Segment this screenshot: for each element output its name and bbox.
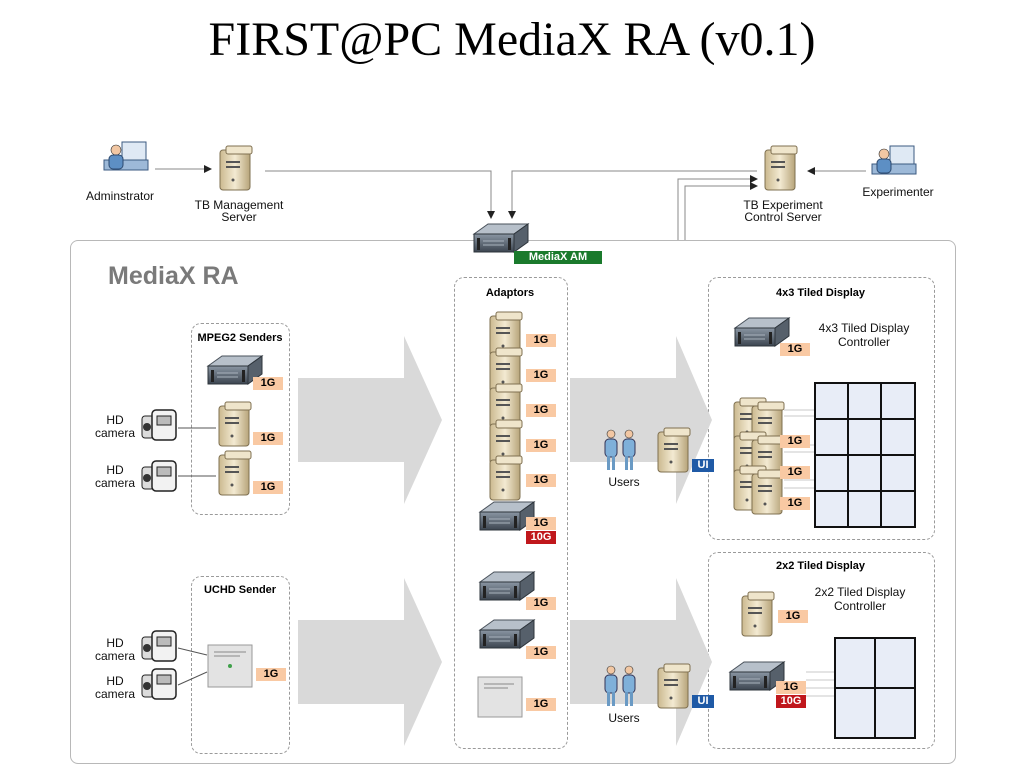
badge-1g: 1G (780, 466, 810, 479)
badge-1g: 1G (778, 610, 808, 623)
tiled-2x2-label: 2x2 Tiled Display (775, 560, 866, 572)
mediax-am-badge: MediaX AM (514, 251, 602, 264)
uchd-sender-group (191, 576, 290, 754)
hd-camera-1-icon (141, 409, 177, 441)
tb-management-label-2: Server (221, 210, 257, 224)
uchd-sender-label: UCHD Sender (203, 584, 277, 596)
tile-display-2x2-icon (834, 637, 916, 739)
tiled-2x2-group (708, 552, 935, 749)
uchd-sender-device-icon (207, 644, 253, 688)
badge-1g: 1G (253, 481, 283, 494)
badge-1g: 1G (526, 597, 556, 610)
badge-1g: 1G (776, 681, 806, 694)
ctrl-2x2-server-icon (741, 591, 775, 637)
ra-title: MediaX RA (108, 262, 239, 290)
ui-server-1-icon (657, 427, 691, 473)
mpeg2-senders-label: MPEG2 Senders (197, 332, 283, 344)
tiled-4x3-group (708, 277, 935, 540)
hd-label-1: HD (106, 413, 124, 427)
ctrl-4x3-rack-icon (734, 317, 790, 347)
badge-1g: 1G (526, 517, 556, 530)
hd-label-2: HD (106, 463, 124, 477)
badge-1g: 1G (526, 369, 556, 382)
hd-camera-3-icon (141, 630, 177, 662)
mediax-am-server-icon (473, 223, 529, 253)
tb-management-server-icon (219, 145, 253, 191)
badge-1g: 1G (780, 343, 810, 356)
camera-label-2: camera (94, 476, 135, 490)
badge-1g: 1G (526, 474, 556, 487)
hd-camera-4-icon (141, 668, 177, 700)
camera-label-3: camera (94, 649, 135, 663)
tb-experiment-label-1: TB Experiment (743, 198, 823, 212)
ctrl-4x3-label-1: 4x3 Tiled Display (818, 321, 910, 335)
badge-1g: 1G (256, 668, 286, 681)
exp-to-am-line (508, 170, 757, 219)
ui-badge-1: UI (692, 459, 714, 472)
tile-display-4x3-icon (814, 382, 916, 528)
badge-1g: 1G (253, 432, 283, 445)
badge-1g: 1G (253, 377, 283, 390)
badge-1g: 1G (526, 404, 556, 417)
ctrl-2x2-label-1: 2x2 Tiled Display (814, 585, 906, 599)
badge-1g: 1G (780, 435, 810, 448)
ui-server-2-icon (657, 663, 691, 709)
tb-experiment-server-icon (764, 145, 798, 191)
experimenter-icon (871, 145, 917, 175)
page-title: FIRST@PC MediaX RA (v0.1) (208, 13, 816, 66)
administrator-label: Adminstrator (85, 189, 155, 203)
adaptors-group (454, 277, 568, 749)
adaptor-rack-1-icon (479, 571, 535, 601)
badge-1g: 1G (526, 334, 556, 347)
mpeg2-server-2-icon (218, 450, 252, 496)
mgmt-to-am-line (265, 170, 495, 219)
users-label-1: Users (608, 475, 640, 489)
users-label-2: Users (608, 711, 640, 725)
badge-10g: 10G (526, 531, 556, 544)
adaptor-rack-2-icon (479, 619, 535, 649)
tiled-4x3-label: 4x3 Tiled Display (775, 287, 866, 299)
experimenter-label: Experimenter (862, 185, 934, 199)
ctrl-2x2-label-2: Controller (833, 599, 887, 613)
hd-label-4: HD (106, 674, 124, 688)
badge-1g: 1G (526, 698, 556, 711)
tb-management-label-1: TB Management (194, 198, 284, 212)
flow-arrow-mpeg2 (298, 336, 442, 504)
hd-label-3: HD (106, 636, 124, 650)
mpeg2-server-1-icon (218, 401, 252, 447)
adaptor-box-icon (477, 676, 523, 718)
adaptors-label: Adaptors (485, 287, 535, 299)
ctrl-4x3-label-2: Controller (837, 335, 891, 349)
hd-camera-2-icon (141, 460, 177, 492)
camera-label-4: camera (94, 687, 135, 701)
badge-1g: 1G (780, 497, 810, 510)
badge-10g: 10G (776, 695, 806, 708)
administrator-icon (103, 141, 149, 171)
tb-experiment-label-2: Control Server (744, 210, 822, 224)
mpeg2-senders-group (191, 323, 290, 515)
badge-1g: 1G (526, 646, 556, 659)
ui-badge-2: UI (692, 695, 714, 708)
adaptor-server-5-icon (489, 455, 523, 501)
flow-arrow-uchd (298, 578, 442, 746)
camera-label-1: camera (94, 426, 135, 440)
badge-1g: 1G (526, 439, 556, 452)
